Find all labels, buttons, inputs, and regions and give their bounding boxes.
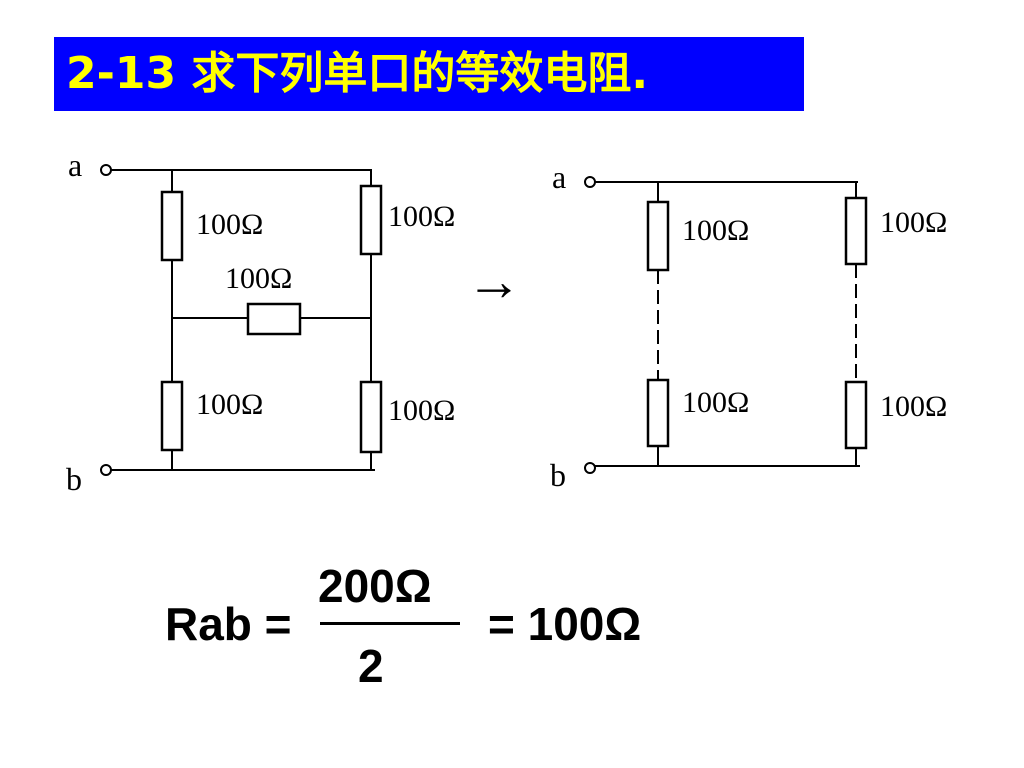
- resistor-top-left: [160, 190, 184, 262]
- terminal-b-node: [584, 462, 596, 474]
- equation-result: = 100Ω: [488, 598, 642, 650]
- equation-numerator: 200Ω: [318, 560, 432, 612]
- terminal-a-label: a: [68, 147, 82, 183]
- transform-arrow: →: [466, 251, 522, 313]
- label-top-right: 100Ω: [388, 200, 455, 233]
- terminal-b-node: [100, 464, 112, 476]
- resistor-bottom-left: [646, 378, 670, 448]
- right-circuit: a b 100Ω 100Ω 100Ω 100Ω: [550, 159, 947, 493]
- title-banner: [54, 37, 804, 111]
- fraction-bar: [320, 622, 460, 625]
- resistor-top-left: [646, 200, 670, 272]
- terminal-b-label: b: [66, 461, 82, 497]
- label-bottom-left: 100Ω: [682, 386, 749, 419]
- label-bottom-right: 100Ω: [388, 394, 455, 427]
- equation-denominator: 2: [358, 640, 384, 692]
- resistor-bottom-left: [160, 380, 184, 452]
- terminal-b-label: b: [550, 457, 566, 493]
- equation-lhs: Rab =: [165, 598, 292, 650]
- left-circuit: a b 100Ω 100Ω 100Ω 100Ω 100Ω: [66, 147, 455, 497]
- label-top-left: 100Ω: [196, 208, 263, 241]
- label-bottom-left: 100Ω: [196, 388, 263, 421]
- label-top-left: 100Ω: [682, 214, 749, 247]
- label-bottom-right: 100Ω: [880, 390, 947, 423]
- label-top-right: 100Ω: [880, 206, 947, 239]
- resistor-top-right: [844, 196, 868, 266]
- resistor-bottom-right: [359, 380, 383, 454]
- terminal-a-node: [584, 176, 596, 188]
- resistor-top-right: [359, 184, 383, 256]
- problem-title: 2-13 求下列单口的等效电阻.: [66, 48, 649, 99]
- label-bridge: 100Ω: [225, 262, 292, 295]
- terminal-a-node: [100, 164, 112, 176]
- resistor-bridge: [246, 302, 302, 336]
- terminal-a-label: a: [552, 159, 566, 195]
- resistor-bottom-right: [844, 380, 868, 450]
